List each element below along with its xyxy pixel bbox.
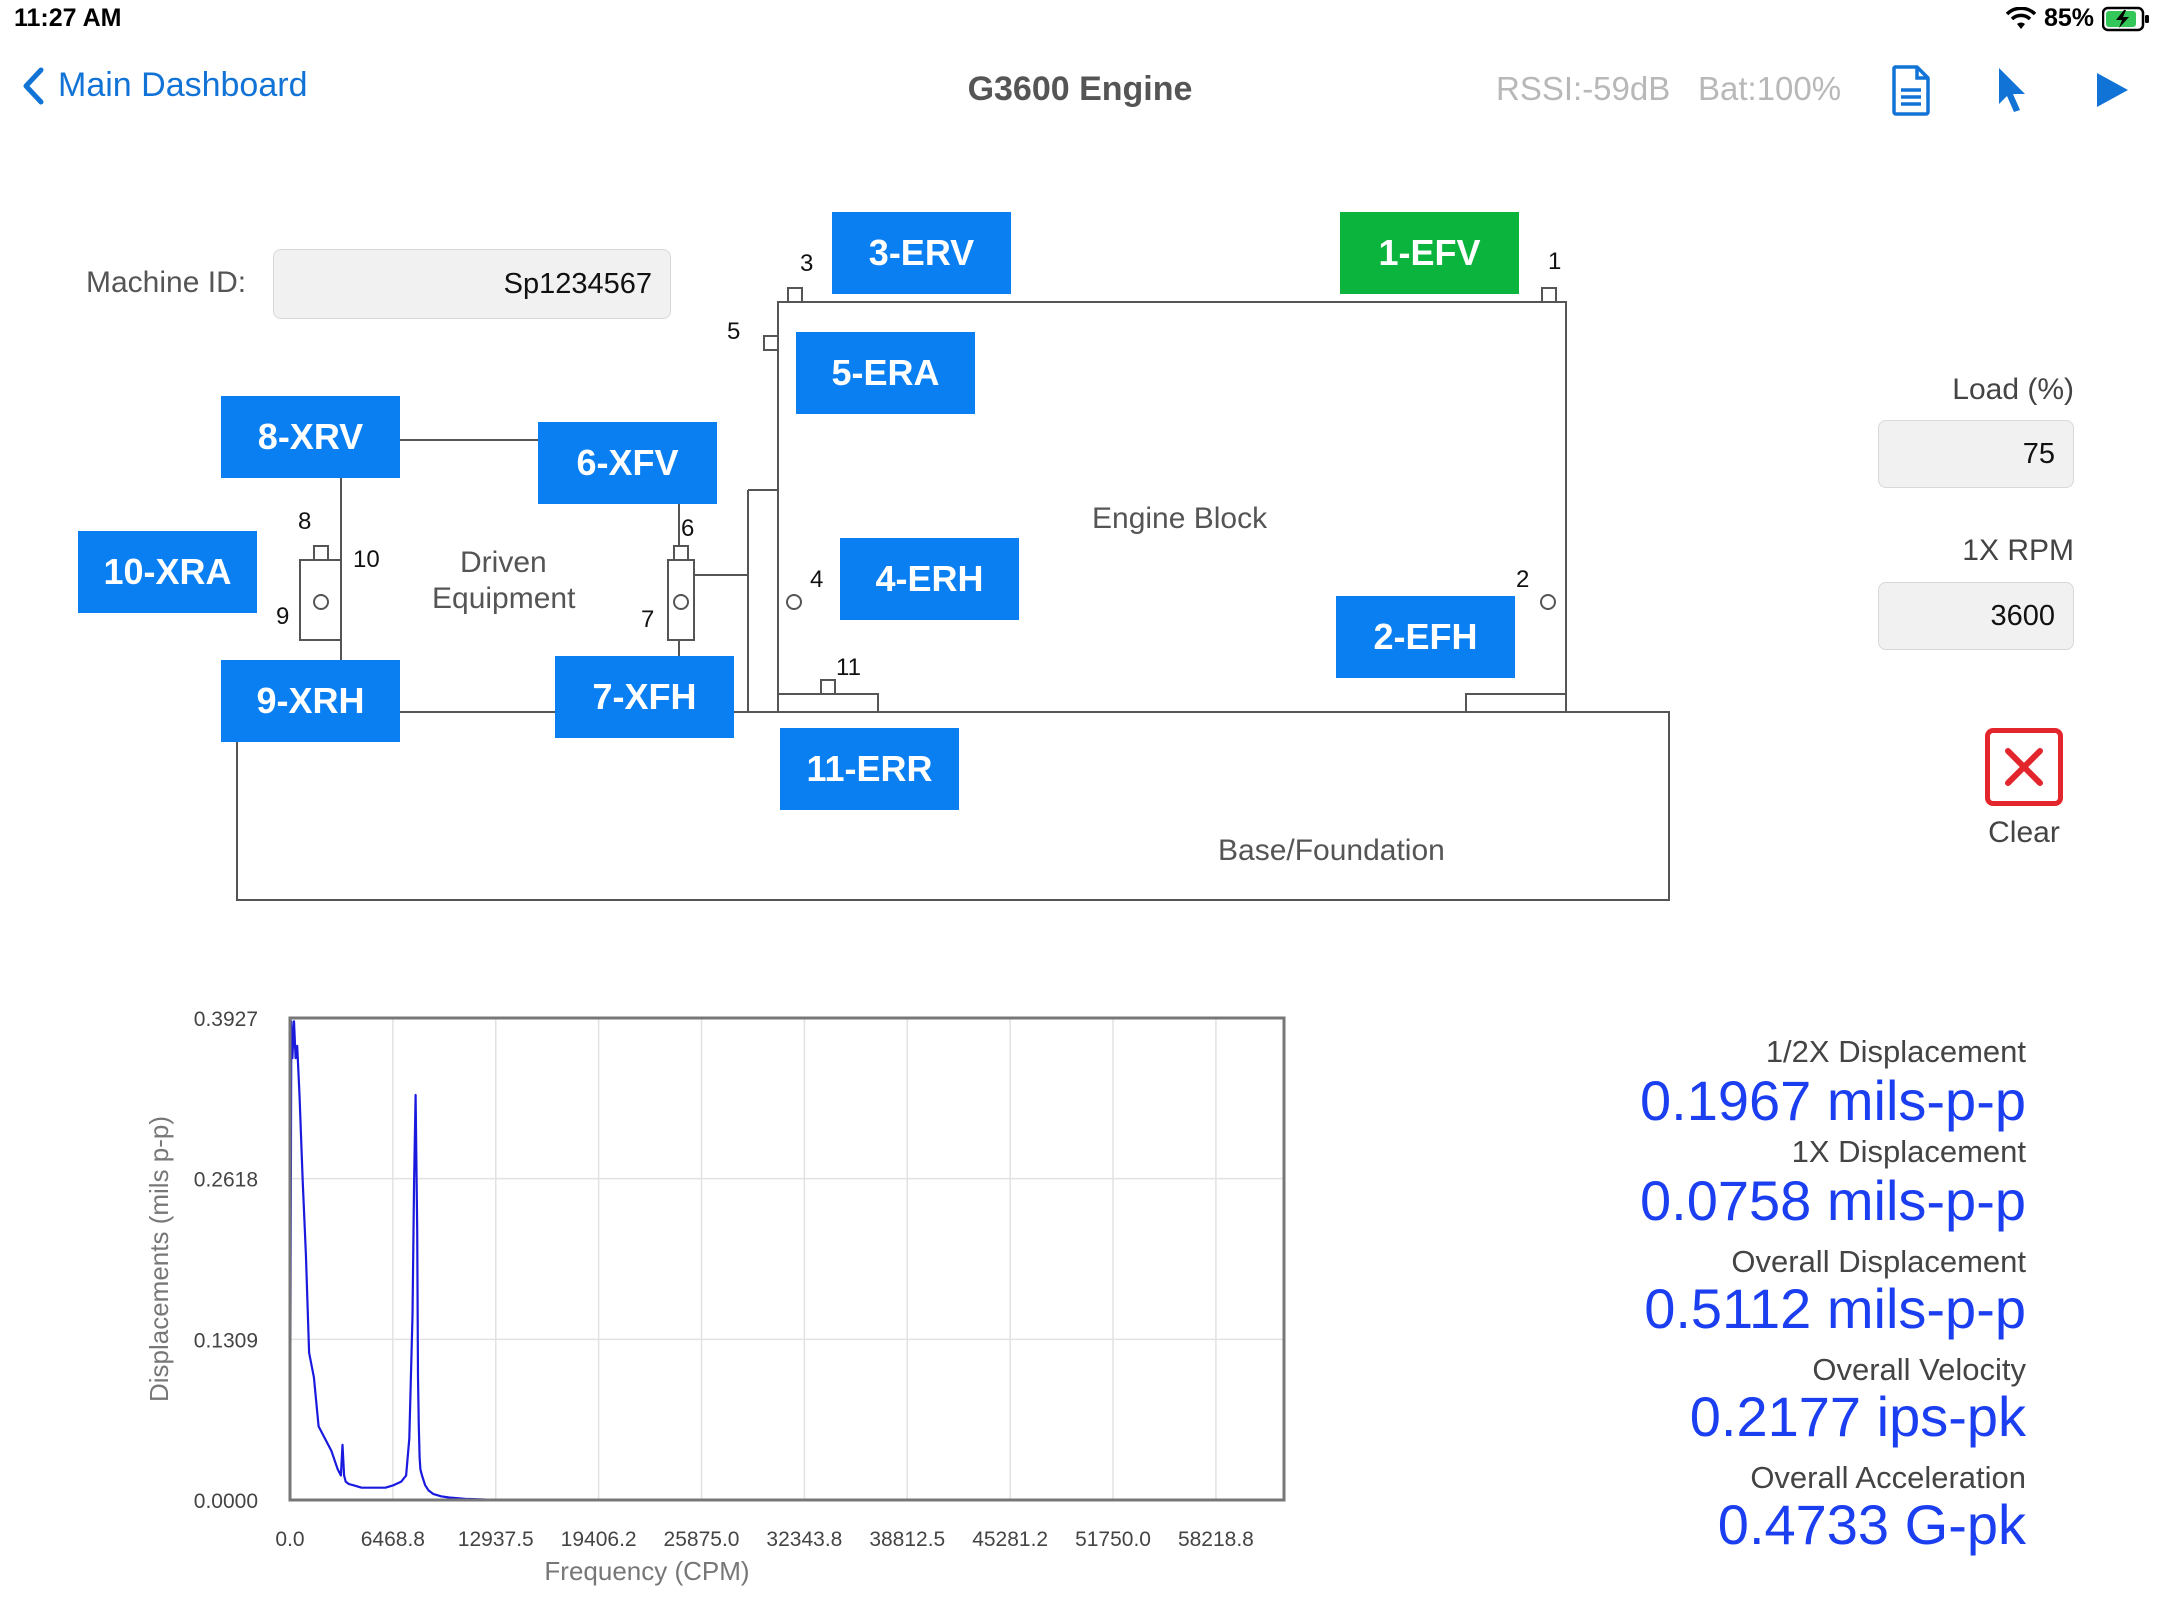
metric-label-1x: 1X Displacement (1791, 1134, 2026, 1169)
y-tick-label: 0.2618 (194, 1169, 258, 1192)
point-number-2: 2 (1516, 566, 1530, 593)
chevron-left-icon (23, 67, 44, 104)
metric-value-overall-velocity: 0.2177 ips-pk (1689, 1385, 2026, 1448)
y-tick-label: 0.1309 (194, 1329, 258, 1352)
sensor-5-era-button[interactable]: 5-ERA (796, 332, 975, 414)
back-label: Main Dashboard (58, 66, 308, 104)
chart-xlabel: Frequency (CPM) (544, 1556, 749, 1586)
metric-value-1x: 0.0758 mils-p-p (1640, 1169, 2026, 1232)
clear-label: Clear (1988, 816, 2060, 849)
point-number-11: 11 (836, 654, 861, 681)
document-icon (1892, 65, 1930, 116)
spectrum-chart: 0.0 6468.8 12937.5 19406.2 25875.0 32343.8 388… (144, 1008, 1286, 1586)
chart-ticks: 0.0 6468.8 12937.5 19406.2 25875.0 32343.8 388… (194, 1008, 1254, 1551)
point-number-7: 7 (641, 606, 655, 633)
rpm-label: 1X RPM (1962, 534, 2074, 567)
sensor-4-erh-button[interactable]: 4-ERH (840, 538, 1019, 620)
chart-series (288, 1020, 1245, 1502)
x-tick-label: 45281.2 (972, 1528, 1048, 1551)
metric-label-overall-displacement: Overall Displacement (1731, 1244, 2026, 1279)
sensor-3-erv-button[interactable]: 3-ERV (832, 212, 1011, 294)
rpm-field[interactable]: 3600 (1878, 582, 2074, 650)
load-label: Load (%) (1952, 373, 2074, 406)
pointer-icon (1999, 68, 2025, 112)
sensor-11-err-button[interactable]: 11-ERR (780, 728, 959, 810)
metric-value-half-x: 0.1967 mils-p-p (1640, 1069, 2026, 1132)
y-tick-label: 0.3927 (194, 1008, 258, 1031)
metric-label-overall-velocity: Overall Velocity (1812, 1352, 2026, 1387)
back-button[interactable]: Main Dashboard (22, 66, 307, 105)
point-number-8: 8 (298, 508, 312, 535)
y-tick-label: 0.0000 (194, 1490, 258, 1513)
sensor-9-xrh-button[interactable]: 9-XRH (221, 660, 400, 742)
select-button[interactable] (1986, 62, 2036, 118)
metric-value-overall-acceleration: 0.4733 G-pk (1717, 1493, 2026, 1556)
point-number-5: 5 (727, 318, 741, 345)
point-number-1: 1 (1548, 248, 1562, 275)
point-number-9: 9 (276, 603, 290, 630)
x-tick-label: 32343.8 (766, 1528, 842, 1551)
metric-value-overall-displacement: 0.5112 mils-p-p (1644, 1277, 2026, 1340)
play-button[interactable] (2086, 62, 2136, 118)
machine-id-label: Machine ID: (86, 266, 247, 299)
sensor-1-efv-button[interactable]: 1-EFV (1340, 212, 1519, 294)
base-foundation-label: Base/Foundation (1218, 834, 1445, 867)
machine-id-field[interactable]: Sp1234567 (273, 249, 671, 319)
spectrum-series-line (288, 1020, 1245, 1502)
x-tick-label: 12937.5 (458, 1528, 534, 1551)
battery-percent: 85% (2043, 4, 2094, 32)
rssi-readout: RSSI:-59dB (1496, 70, 1671, 107)
x-tick-label: 0.0 (275, 1528, 304, 1551)
point-number-6: 6 (681, 515, 695, 542)
driven-equipment-label-1: Driven (460, 546, 547, 579)
close-icon (2005, 748, 2043, 786)
play-icon (2097, 73, 2128, 107)
status-time: 11:27 AM (14, 4, 122, 32)
load-field[interactable]: 75 (1878, 420, 2074, 488)
metric-label-overall-acceleration: Overall Acceleration (1750, 1460, 2026, 1495)
page-title: G3600 Engine (967, 70, 1193, 108)
sensor-battery-readout: Bat:100% (1698, 70, 1842, 107)
point-number-3: 3 (800, 250, 814, 277)
sensor-2-efh-button[interactable]: 2-EFH (1336, 596, 1515, 678)
sensor-6-xfv-button[interactable]: 6-XFV (538, 422, 717, 504)
chart-grid (290, 1017, 1284, 1500)
chart-frame (288, 1016, 1286, 1502)
point-number-4: 4 (810, 566, 824, 593)
battery-charging-icon (2102, 6, 2149, 31)
x-tick-label: 6468.8 (361, 1528, 425, 1551)
machine-diagram (236, 287, 1670, 901)
report-button[interactable] (1886, 62, 1936, 118)
chart-ylabel: Displacements (mils p-p) (144, 1116, 174, 1402)
x-tick-label: 38812.5 (869, 1528, 945, 1551)
metric-label-half-x: 1/2X Displacement (1765, 1034, 2026, 1069)
engine-block-label: Engine Block (1092, 502, 1268, 535)
sensor-7-xfh-button[interactable]: 7-XFH (555, 656, 734, 738)
clear-button[interactable] (1985, 728, 2063, 806)
x-tick-label: 51750.0 (1075, 1528, 1151, 1551)
status-right: 85% (2005, 4, 2150, 33)
sensor-10-xra-button[interactable]: 10-XRA (78, 531, 257, 613)
wifi-icon (2005, 6, 2036, 29)
driven-equipment-label-2: Equipment (432, 582, 576, 615)
x-tick-label: 58218.8 (1178, 1528, 1254, 1551)
sensor-8-xrv-button[interactable]: 8-XRV (221, 396, 400, 478)
point-number-10: 10 (353, 546, 380, 573)
x-tick-label: 25875.0 (664, 1528, 740, 1551)
x-tick-label: 19406.2 (561, 1528, 637, 1551)
